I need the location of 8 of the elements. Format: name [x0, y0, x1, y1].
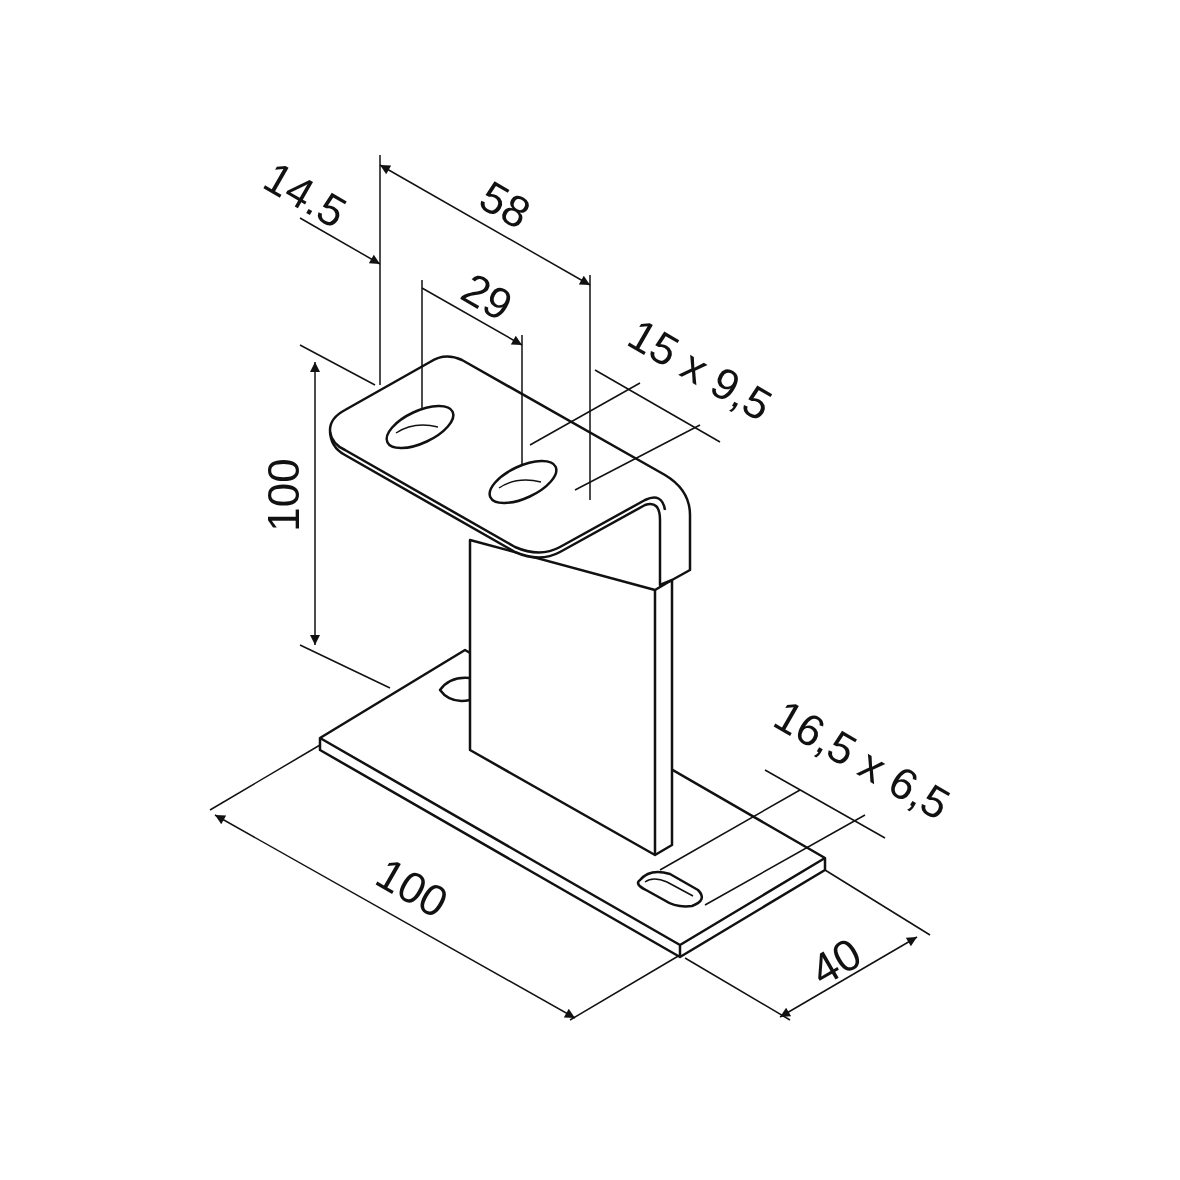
dimension-label: 29	[454, 265, 520, 329]
dimension-label: 40	[803, 930, 869, 994]
dimension-label: 58	[472, 173, 538, 237]
dimension-label: 16,5 x 6,5	[767, 692, 957, 828]
dimension-label: 100	[369, 850, 455, 926]
dimension-label: 14.5	[256, 154, 354, 236]
dimension-label: 15 x 9,5	[621, 311, 779, 429]
dimension-label: 100	[262, 458, 306, 532]
